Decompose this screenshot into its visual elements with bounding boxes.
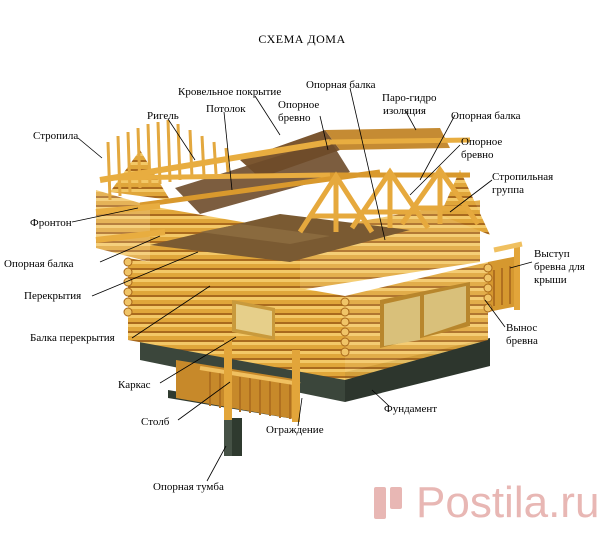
label-stropila: Стропила xyxy=(33,130,79,142)
label-opornoe-brevno-right-2: бревно xyxy=(461,149,494,161)
veranda xyxy=(176,340,301,422)
label-stropilnaya-1: Стропильная xyxy=(492,171,554,183)
label-rigel: Ригель xyxy=(147,110,179,122)
label-fronton: Фронтон xyxy=(30,217,72,229)
label-opornaya-balka-top: Опорная балка xyxy=(306,79,376,91)
label-krovelnoe: Кровельное покрытие xyxy=(178,86,282,98)
label-fundament: Фундамент xyxy=(384,403,438,415)
label-vystup-2: бревна для xyxy=(534,261,585,273)
side-porch xyxy=(488,241,523,312)
label-perekrytiya: Перекрытия xyxy=(24,290,82,302)
log-ends xyxy=(123,257,493,357)
label-ograzhdenie: Ограждение xyxy=(266,424,324,436)
label-opornaya-balka-right: Опорная балка xyxy=(451,110,521,122)
leader-lines xyxy=(71,87,533,482)
label-opornaya-balka-left: Опорная балка xyxy=(4,258,74,270)
support-pillar xyxy=(224,418,242,456)
label-vystup-3: крыши xyxy=(534,274,567,286)
label-opornoe-brevno-top-2: бревно xyxy=(278,112,311,124)
label-vynos-1: Вынос xyxy=(506,322,538,334)
label-opornoe-brevno-top-1: Опорное xyxy=(278,99,320,111)
label-opornaya-tumba: Опорная тумба xyxy=(153,481,224,493)
floor-slab xyxy=(150,214,410,262)
label-balka-perekrytiya: Балка перекрытия xyxy=(30,332,115,344)
watermark-text: Postila.ru xyxy=(416,478,600,527)
truss-group xyxy=(297,165,481,234)
label-potolok: Потолок xyxy=(206,103,246,115)
front-wall xyxy=(128,258,488,380)
label-opornoe-brevno-right-1: Опорное xyxy=(461,136,503,148)
postila-logo-icon xyxy=(374,487,402,519)
label-stolb: Столб xyxy=(141,416,170,428)
label-stropilnaya-2: группа xyxy=(492,184,525,196)
label-vystup-1: Выступ xyxy=(534,248,570,260)
roof-beams xyxy=(95,137,471,243)
label-paro-1: Паро-гидро xyxy=(382,92,437,104)
watermark: Postila.ru xyxy=(372,478,599,528)
label-paro-2: изоляция xyxy=(383,105,426,117)
diagram-title: СХЕМА ДОМА xyxy=(258,32,346,46)
label-vynos-2: бревна xyxy=(506,335,538,347)
label-karkas: Каркас xyxy=(118,379,151,391)
